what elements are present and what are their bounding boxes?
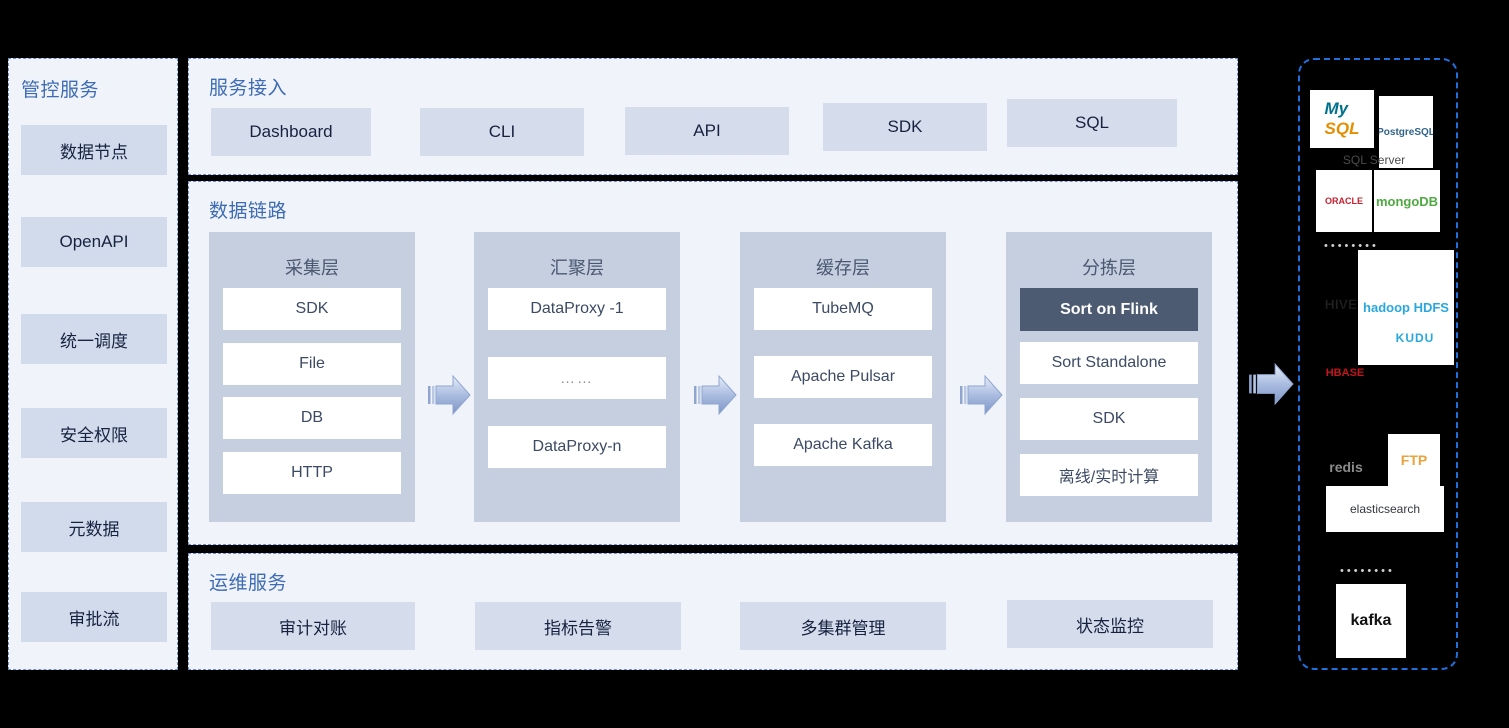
layer-item-dataproxy-1[interactable]: DataProxy -1 [488, 288, 666, 330]
layer-item-sort-standalone[interactable]: Sort Standalone [1020, 342, 1198, 384]
service-access-item-api[interactable]: API [625, 107, 789, 155]
layer-header-sort: 分拣层 [1082, 258, 1136, 278]
layer-column-sort: 分拣层 Sort on Flink Sort Standalone SDK 离线… [1006, 232, 1212, 522]
oracle-logo: ORACLE [1316, 170, 1372, 232]
layer-item-http[interactable]: HTTP [223, 452, 401, 494]
service-access-item-dashboard[interactable]: Dashboard [211, 108, 371, 156]
redis-logo: redis [1329, 459, 1363, 475]
postgresql-logo: PostgreSQL [1379, 96, 1433, 168]
ops-item-metric-alarm[interactable]: 指标告警 [475, 602, 681, 650]
layer-item-offline-realtime-compute[interactable]: 离线/实时计算 [1020, 454, 1198, 496]
elasticsearch-logo: elasticsearch [1326, 486, 1444, 532]
flow-arrow-sort-to-sinks [1249, 362, 1294, 406]
service-access-item-sql[interactable]: SQL [1007, 99, 1177, 147]
ftp-logo: FTP [1388, 434, 1440, 486]
kafka-logo: kafka [1336, 584, 1406, 658]
hive-logo: HIVE [1324, 296, 1358, 312]
layer-item-ellipsis: …… [488, 357, 666, 399]
layer-item-tubemq[interactable]: TubeMQ [754, 288, 932, 330]
flow-arrow-aggregation-to-cache [694, 374, 737, 416]
sink-group-cache-search: redis FTP elasticsearch [1300, 430, 1456, 560]
layer-header-aggregation: 汇聚层 [550, 258, 604, 278]
layer-item-apache-kafka[interactable]: Apache Kafka [754, 424, 932, 466]
management-service-panel: 管控服务 数据节点 OpenAPI 统一调度 安全权限 元数据 审批流 [8, 58, 178, 670]
sidebar-item-approval[interactable]: 审批流 [21, 592, 167, 642]
layer-item-apache-pulsar[interactable]: Apache Pulsar [754, 356, 932, 398]
hadoop-logo: hadoop HDFS [1358, 250, 1454, 365]
layer-item-dataproxy-n[interactable]: DataProxy-n [488, 426, 666, 468]
ops-service-title: 运维服务 [209, 573, 288, 594]
sidebar-item-openapi[interactable]: OpenAPI [21, 217, 167, 267]
service-access-title: 服务接入 [209, 78, 288, 99]
flow-arrow-cache-to-sort [960, 374, 1003, 416]
sidebar-item-metadata[interactable]: 元数据 [21, 502, 167, 552]
sink-divider-dots-2: •••••••• [1340, 565, 1395, 577]
service-access-item-sdk[interactable]: SDK [823, 103, 987, 151]
sink-group-messaging: kafka [1300, 580, 1456, 668]
sqlserver-logo: SQL Server [1342, 153, 1406, 167]
ops-item-multi-cluster-mgmt[interactable]: 多集群管理 [740, 602, 946, 650]
sidebar-item-security[interactable]: 安全权限 [21, 408, 167, 458]
layer-item-db[interactable]: DB [223, 397, 401, 439]
hbase-logo: HBASE [1325, 367, 1365, 379]
sink-divider-dots-1: •••••••• [1324, 240, 1379, 252]
service-access-panel: 服务接入 Dashboard CLI API SDK SQL [188, 58, 1238, 175]
layer-column-aggregation: 汇聚层 DataProxy -1 …… DataProxy-n [474, 232, 680, 522]
data-link-title: 数据链路 [209, 201, 288, 222]
layer-header-cache: 缓存层 [816, 258, 870, 278]
layer-column-collection: 采集层 SDK File DB HTTP [209, 232, 415, 522]
flow-arrow-collection-to-aggregation [428, 374, 471, 416]
layer-item-file[interactable]: File [223, 343, 401, 385]
data-link-panel: 数据链路 采集层 SDK File DB HTTP 汇聚层 DataProxy … [188, 181, 1238, 545]
layer-header-collection: 采集层 [285, 258, 339, 278]
mongodb-logo: mongoDB [1374, 170, 1440, 232]
service-access-item-cli[interactable]: CLI [420, 108, 584, 156]
kudu-logo: KUDU [1395, 331, 1435, 345]
layer-item-sdk[interactable]: SDK [223, 288, 401, 330]
ops-service-panel: 运维服务 审计对账 指标告警 多集群管理 状态监控 [188, 553, 1238, 670]
ops-item-audit-reconciliation[interactable]: 审计对账 [211, 602, 415, 650]
layer-item-sort-sdk[interactable]: SDK [1020, 398, 1198, 440]
sink-group-bigdata: HIVE hadoop HDFS KUDU HBASE [1300, 250, 1456, 420]
layer-item-sort-on-flink[interactable]: Sort on Flink [1020, 288, 1198, 331]
ops-item-status-monitor[interactable]: 状态监控 [1007, 600, 1213, 648]
sidebar-item-data-node[interactable]: 数据节点 [21, 125, 167, 175]
management-service-title: 管控服务 [21, 80, 100, 101]
layer-column-cache: 缓存层 TubeMQ Apache Pulsar Apache Kafka [740, 232, 946, 522]
sidebar-item-scheduling[interactable]: 统一调度 [21, 314, 167, 364]
